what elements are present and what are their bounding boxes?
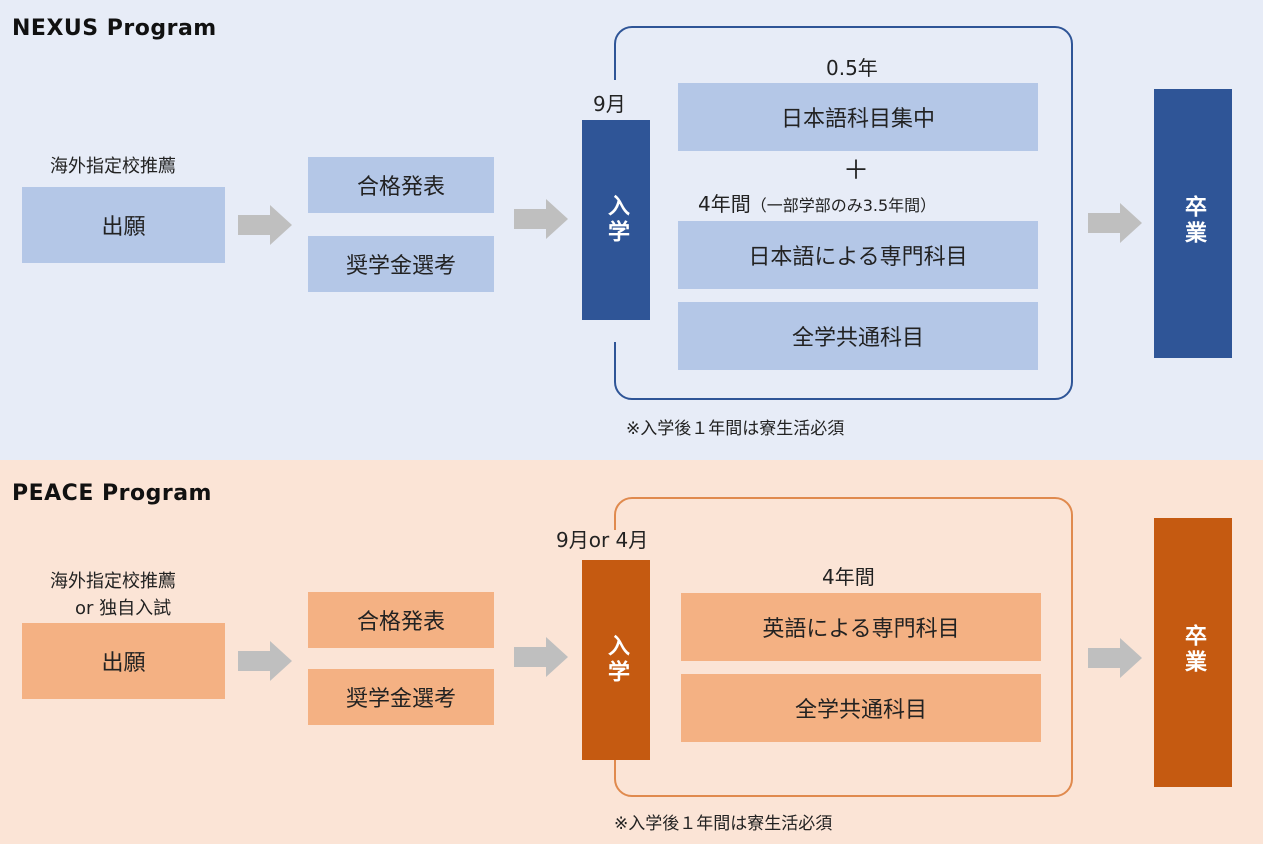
peace-graduate-label: 卒業: [1181, 624, 1206, 676]
nexus-apply-box: 出願: [22, 187, 225, 263]
right-arrow-icon: [1088, 638, 1142, 678]
peace-course-2-label: 全学共通科目: [794, 698, 927, 723]
nexus-course-3-box: 全学共通科目: [678, 302, 1038, 370]
nexus-enroll-label: 入学: [604, 194, 629, 246]
peace-result-box: 合格発表: [308, 592, 494, 648]
nexus-enroll-box: 入学: [582, 120, 650, 320]
peace-enroll-box: 入学: [582, 560, 650, 760]
nexus-graduate-box: 卒業: [1154, 89, 1232, 358]
peace-dorm-note: ※入学後１年間は寮生活必須: [614, 814, 833, 834]
peace-apply-note-2: or 独自入試: [75, 598, 172, 619]
peace-month: 9月or 4月: [556, 528, 649, 552]
nexus-result-label: 合格発表: [356, 175, 445, 200]
nexus-period-1: 0.5年: [826, 56, 878, 80]
nexus-result-box: 合格発表: [308, 157, 494, 213]
nexus-period-2-note: （一部学部のみ3.5年間）: [750, 196, 937, 215]
nexus-course-3-label: 全学共通科目: [791, 326, 924, 351]
plus-icon: ＋: [843, 156, 870, 186]
peace-course-1-box: 英語による専門科目: [681, 593, 1041, 661]
nexus-course-2-label: 日本語による専門科目: [748, 245, 968, 270]
peace-apply-note-1: 海外指定校推薦: [50, 571, 176, 592]
nexus-period-2: 4年間（一部学部のみ3.5年間）: [698, 192, 937, 216]
peace-scholarship-box: 奨学金選考: [308, 669, 494, 725]
right-arrow-icon: [238, 205, 292, 245]
nexus-scholarship-box: 奨学金選考: [308, 236, 494, 292]
peace-section: PEACE Program 海外指定校推薦 or 独自入試 出願 合格発表 奨学…: [0, 460, 1263, 844]
nexus-apply-note: 海外指定校推薦: [50, 156, 176, 177]
nexus-graduate-label: 卒業: [1181, 195, 1206, 247]
nexus-scholarship-label: 奨学金選考: [345, 254, 456, 279]
peace-apply-label: 出願: [101, 651, 146, 676]
right-arrow-icon: [514, 637, 568, 677]
peace-apply-box: 出願: [22, 623, 225, 699]
nexus-course-1-label: 日本語科目集中: [780, 107, 935, 132]
nexus-section: NEXUS Program 海外指定校推薦 出願 合格発表 奨学金選考 9月 入…: [0, 0, 1263, 460]
peace-scholarship-label: 奨学金選考: [345, 687, 456, 712]
right-arrow-icon: [514, 199, 568, 239]
nexus-month: 9月: [593, 92, 626, 116]
peace-course-2-box: 全学共通科目: [681, 674, 1041, 742]
right-arrow-icon: [1088, 203, 1142, 243]
nexus-course-1-box: 日本語科目集中: [678, 83, 1038, 151]
nexus-dorm-note: ※入学後１年間は寮生活必須: [626, 419, 845, 439]
peace-course-1-label: 英語による専門科目: [762, 617, 960, 642]
peace-period: 4年間: [822, 565, 875, 589]
peace-enroll-label: 入学: [604, 634, 629, 686]
nexus-title: NEXUS Program: [12, 16, 217, 41]
peace-title: PEACE Program: [12, 481, 212, 506]
peace-graduate-box: 卒業: [1154, 518, 1232, 787]
nexus-apply-label: 出願: [101, 215, 146, 240]
peace-result-label: 合格発表: [356, 610, 445, 635]
nexus-course-2-box: 日本語による専門科目: [678, 221, 1038, 289]
right-arrow-icon: [238, 641, 292, 681]
